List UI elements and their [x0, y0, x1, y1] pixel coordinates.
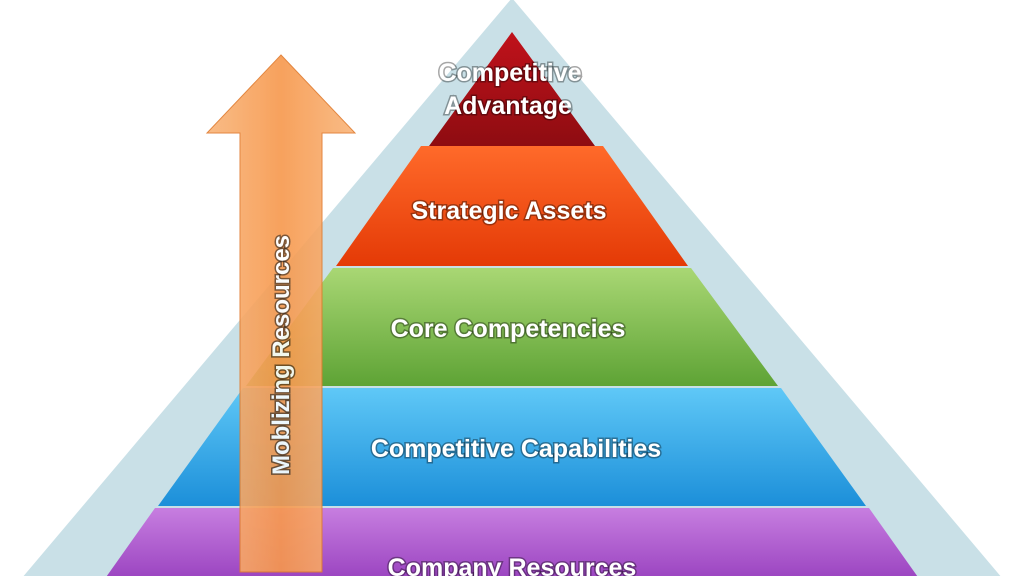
mobilizing-arrow: Moblizing Resources — [205, 54, 357, 573]
tier-competitive-capabilities-shape — [158, 388, 866, 506]
tier-competitive-capabilities-label: Competitive Capabilities — [371, 435, 661, 463]
tier-strategic-assets: Strategic Assets — [336, 146, 688, 266]
tier-strategic-assets-shape — [336, 146, 688, 266]
tier-core-competencies-label: Core Competencies — [391, 315, 626, 343]
tier-apex-label: Competitive — [438, 59, 581, 87]
tier-core-competencies-shape — [246, 268, 778, 386]
tier-core-competencies: Core Competencies — [246, 268, 778, 386]
arrow-up-icon — [205, 54, 357, 573]
tier-strategic-assets-label: Strategic Assets — [412, 197, 607, 225]
arrow-label: Moblizing Resources — [268, 235, 295, 475]
tier-competitive-capabilities: Competitive Capabilities — [158, 388, 866, 506]
tier-apex-shape — [429, 32, 595, 146]
tier-company-resources-label: Company Resources — [388, 554, 637, 576]
tier-apex: Competitive Advantage — [429, 32, 595, 146]
tier-apex-label-line2: Advantage — [444, 92, 572, 120]
tier-company-resources: Company Resources — [106, 508, 918, 576]
